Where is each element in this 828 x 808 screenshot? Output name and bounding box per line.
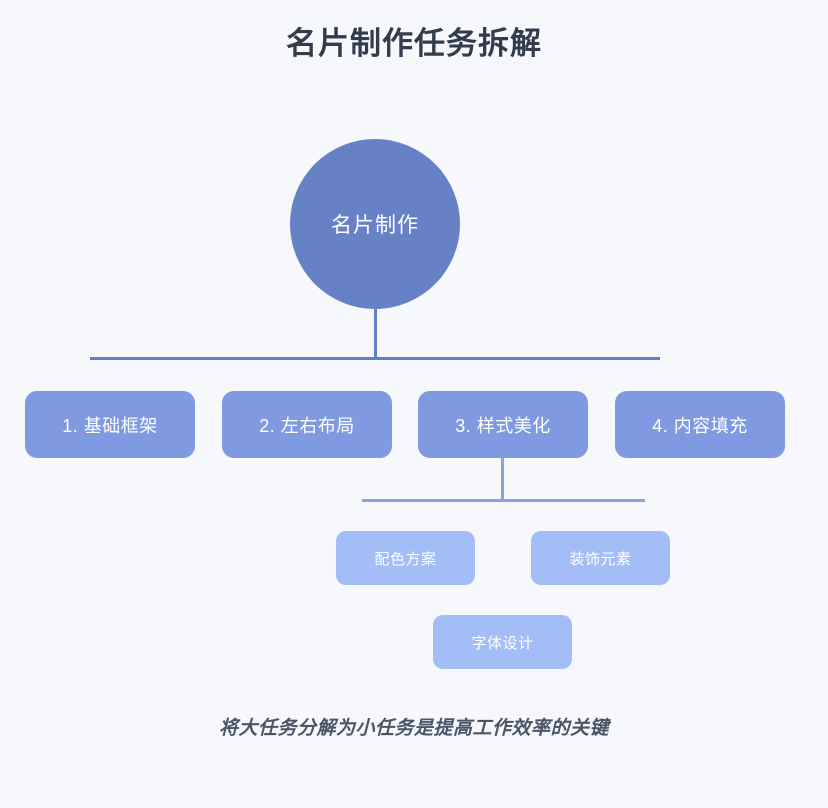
leaf-node-decorative-elements[interactable]: 装饰元素 — [531, 531, 670, 585]
root-node-label: 名片制作 — [331, 214, 419, 237]
leaf-node-label: 字体设计 — [471, 634, 534, 652]
level1-node-basic-framework[interactable]: 1. 基础框架 — [25, 391, 195, 458]
level1-node-left-right-layout[interactable]: 2. 左右布局 — [222, 391, 392, 458]
connector-level1-bus — [90, 357, 660, 360]
connector-level2-bus — [362, 499, 645, 502]
level1-node-label: 3. 样式美化 — [455, 415, 551, 436]
leaf-node-color-scheme[interactable]: 配色方案 — [336, 531, 475, 585]
connector-root-trunk — [374, 309, 377, 360]
leaf-node-font-design[interactable]: 字体设计 — [433, 615, 572, 669]
level1-node-label: 2. 左右布局 — [259, 415, 355, 436]
connector-branch3-drop — [501, 458, 504, 502]
level1-node-style-beautify[interactable]: 3. 样式美化 — [418, 391, 588, 458]
level1-node-label: 1. 基础框架 — [62, 415, 158, 436]
leaf-node-label: 装饰元素 — [569, 550, 632, 568]
footer-caption: 将大任务分解为小任务是提高工作效率的关键 — [218, 718, 609, 739]
level1-node-content-fill[interactable]: 4. 内容填充 — [615, 391, 785, 458]
leaf-node-label: 配色方案 — [374, 550, 437, 568]
level1-node-label: 4. 内容填充 — [652, 415, 748, 436]
page-title: 名片制作任务拆解 — [286, 26, 542, 61]
root-node-name-card[interactable]: 名片制作 — [290, 139, 460, 309]
